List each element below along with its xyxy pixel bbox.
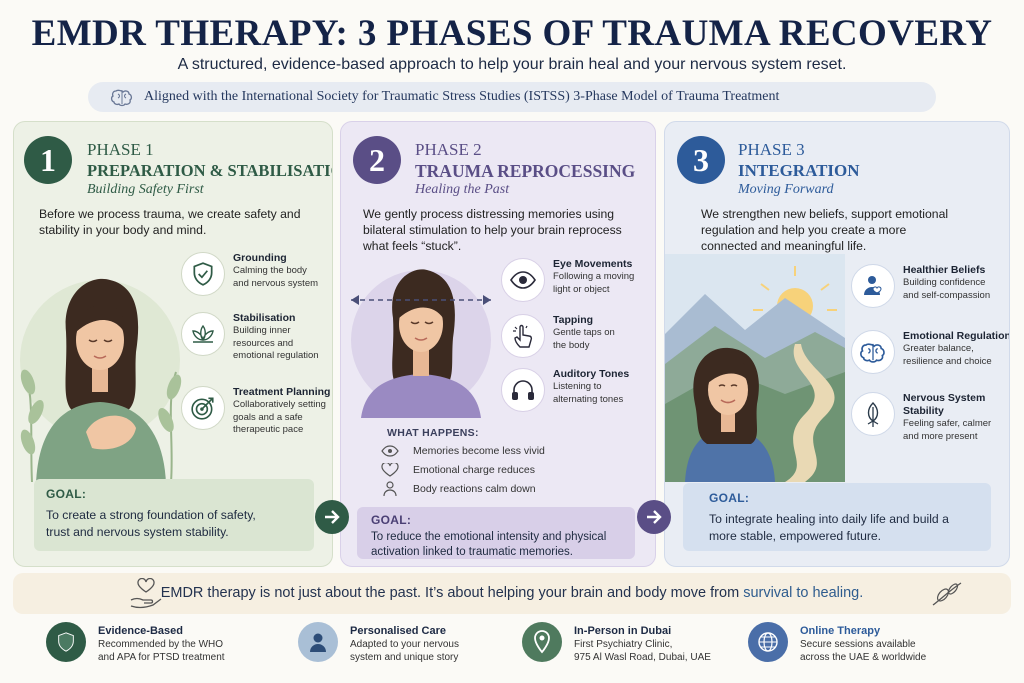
eye-icon: [501, 258, 545, 302]
phase-3-goal: GOAL: To integrate healing into daily li…: [683, 483, 991, 551]
person-icon: [298, 622, 338, 662]
phase-1-intro: Before we process trauma, we create safe…: [39, 207, 301, 237]
headphones-icon: [501, 368, 545, 412]
person-outline-icon: [383, 481, 397, 497]
phase-1-name: PREPARATION & STABILISATION: [87, 161, 333, 180]
closing-banner-text: EMDR therapy is not just about the past.…: [160, 585, 864, 601]
lotus-icon: [181, 312, 225, 356]
what-happens-item: Memories become less vivid: [381, 445, 545, 457]
phase-2-intro: We gently process distressing memories u…: [363, 207, 622, 253]
brain-icon: [110, 89, 133, 107]
phase-3-panel: 3 PHASE 3 INTEGRATION Moving Forward We …: [664, 121, 1010, 567]
phase-2-tagline: Healing the Past: [415, 182, 510, 197]
phase-3-intro: We strengthen new beliefs, support emoti…: [701, 207, 949, 253]
phase-3-badge: 3: [677, 136, 725, 184]
phase-3-tagline: Moving Forward: [738, 182, 834, 197]
mountain-path-woman-illustration: [665, 254, 845, 482]
location-pin-icon: [522, 622, 562, 662]
eye-outline-icon: [381, 445, 399, 457]
eye-movement-woman-illustration: [351, 269, 491, 418]
istss-alignment-pill: Aligned with the International Society f…: [88, 82, 936, 112]
phase-1-badge: 1: [24, 136, 72, 184]
phase-2-panel: 2 PHASE 2 TRAUMA REPROCESSING Healing th…: [340, 121, 656, 567]
calm-woman-illustration: [20, 278, 182, 484]
phase-2-name: TRAUMA REPROCESSING: [415, 161, 636, 181]
person-heart-icon: [851, 264, 895, 308]
globe-icon: [748, 622, 788, 662]
phase-1-panel: 1 PHASE 1 PREPARATION & STABILISATION Bu…: [13, 121, 333, 567]
shield-icon: [46, 622, 86, 662]
leaf-branch-icon: [932, 582, 962, 606]
phase-1-tagline: Building Safety First: [87, 182, 204, 197]
heart-outline-icon: [381, 463, 399, 477]
tapping-hand-icon: [501, 314, 545, 358]
arrow-right-icon: [315, 500, 349, 534]
arrow-right-icon: [637, 500, 671, 534]
what-happens-heading: WHAT HAPPENS:: [387, 427, 479, 439]
phase-1-goal: GOAL: To create a strong foundation of s…: [34, 479, 314, 551]
brain-icon: [851, 330, 895, 374]
heart-hand-icon: [130, 578, 162, 609]
what-happens-item: Emotional charge reduces: [381, 463, 535, 477]
page-subtitle: A structured, evidence-based approach to…: [177, 56, 847, 73]
phase-3-label: PHASE 3: [738, 140, 805, 159]
page-title: EMDR THERAPY: 3 PHASES OF TRAUMA RECOVER…: [31, 13, 993, 54]
phase-2-goal: GOAL: To reduce the emotional intensity …: [357, 507, 635, 559]
closing-banner: EMDR therapy is not just about the past.…: [13, 573, 1011, 614]
phase-1-label: PHASE 1: [87, 140, 154, 159]
leaf-icon: [851, 392, 895, 436]
phase-2-badge: 2: [353, 136, 401, 184]
target-icon: [181, 386, 225, 430]
istss-alignment-text: Aligned with the International Society f…: [144, 89, 780, 104]
shield-check-icon: [181, 252, 225, 296]
phase-3-name: INTEGRATION: [738, 161, 860, 180]
phase-2-label: PHASE 2: [415, 140, 482, 159]
what-happens-item: Body reactions calm down: [381, 481, 536, 497]
